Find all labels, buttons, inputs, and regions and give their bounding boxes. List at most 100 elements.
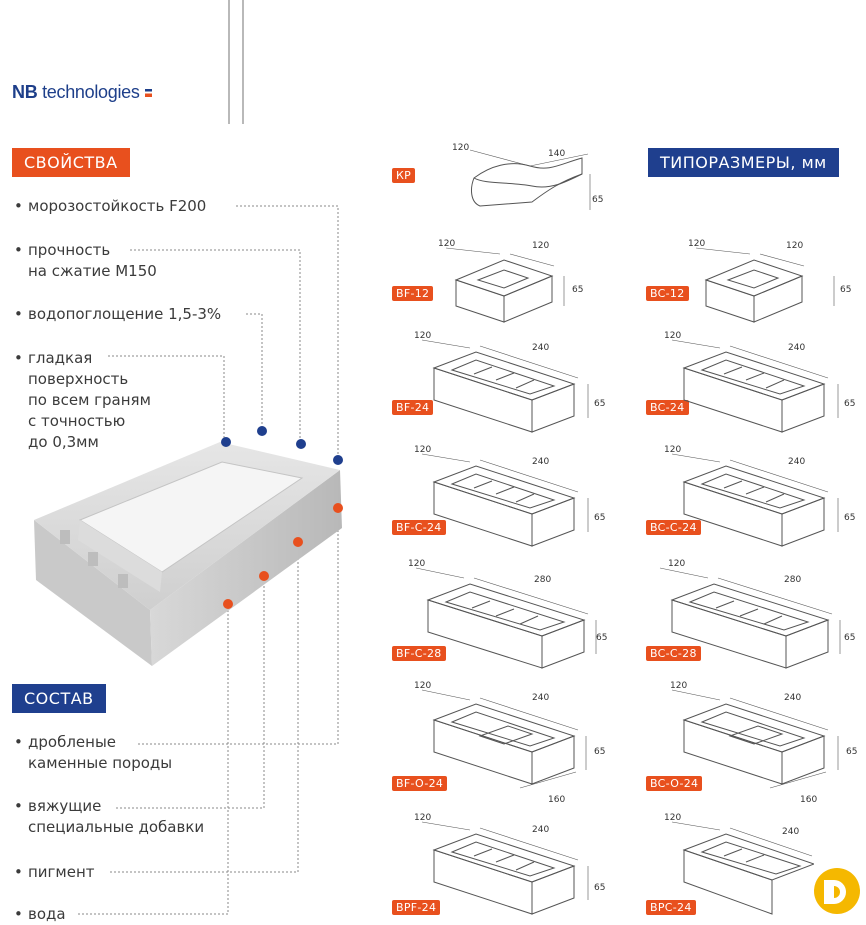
dim-label: 120 [414,445,431,455]
watermark-logo-icon [814,868,860,914]
drawing-bpc24: 120 240 [664,813,814,915]
dim-label: 120 [670,681,687,691]
block-tag-bpc24: BPC-24 [646,900,696,915]
composition-pigment: • пигмент [14,862,95,883]
flag-icon [144,89,152,98]
drawing-bcc28: 120 280 65 [659,559,855,669]
block-tag-bfc28: BF-C-28 [392,646,446,661]
composition-text: вяжущие [28,797,102,815]
dim-label: 65 [844,633,855,643]
block-side [150,470,342,666]
dim-label: 120 [408,559,425,569]
dim-label: 120 [688,239,705,249]
bullet: • [14,241,23,259]
block-tag-bc12: BC-12 [646,286,689,301]
bullet: • [14,349,23,367]
bullet: • [14,905,23,923]
composition-text: каменные породы [28,754,173,772]
dim-label: 120 [532,241,549,251]
block-tag-bc24: BC-24 [646,400,689,415]
property-text: до 0,3мм [28,433,99,451]
property-text: морозостойкость F200 [28,197,207,215]
property-surface: • гладкая поверхность по всем граням с т… [14,348,151,453]
sizes-header: ТИПОРАЗМЕРЫ, мм [648,148,839,177]
drawing-bco24: 120 240 65 160 [670,681,857,805]
divider-line-2 [242,0,244,124]
composition-text: дробленые [28,733,117,751]
drawing-bf12: 120 120 65 [438,239,583,323]
block-tag-kp: КР [392,168,416,183]
drawing-bc12: 120 120 65 [688,239,851,323]
property-text: поверхность [28,370,129,388]
bullet: • [14,863,23,881]
dim-label: 160 [548,795,565,805]
bullet: • [14,197,23,215]
dim-label: 160 [800,795,817,805]
block-tag-bfc24: BF-C-24 [392,520,446,535]
dim-label: 120 [414,681,431,691]
dim-label: 240 [532,343,549,353]
dim-label: 240 [532,693,549,703]
composition-water: • вода [14,904,66,925]
dim-label: 65 [844,513,855,523]
dim-label: 65 [846,747,857,757]
dim-label: 280 [534,575,551,585]
dim-label: 65 [594,399,605,409]
company-logo: NB technologies [12,82,152,103]
block-tag-bco24: BC-O-24 [646,776,703,791]
marker-dots [221,426,343,609]
dim-label: 120 [452,143,469,153]
composition-text: вода [28,905,66,923]
dim-label: 240 [788,457,805,467]
drawing-bpf24: 120 240 65 [414,813,605,915]
composition-text: специальные добавки [28,818,205,836]
property-frost: • морозостойкость F200 [14,196,207,217]
block-tag-bf24: BF-24 [392,400,434,415]
dim-label: 65 [840,285,851,295]
bullet: • [14,797,23,815]
dim-label: 120 [664,813,681,823]
dim-label: 240 [532,825,549,835]
drawing-bfo24: 120 240 65 160 [414,681,605,805]
block-illustration [34,205,343,915]
block-front [34,520,152,666]
composition-text: пигмент [28,863,95,881]
property-text: водопоглощение 1,5-3% [28,305,222,323]
bullet: • [14,305,23,323]
dim-label: 120 [668,559,685,569]
property-absorption: • водопоглощение 1,5-3% [14,304,222,325]
dim-label: 65 [596,633,607,643]
dim-label: 120 [786,241,803,251]
dim-label: 65 [572,285,583,295]
drawing-bcc24: 120 240 65 [664,445,855,547]
dim-label: 120 [414,813,431,823]
drawing-kp: 120 140 65 [452,143,603,210]
property-text: гладкая [28,349,93,367]
composition-stone: • дробленые каменные породы [14,732,173,774]
composition-header: СОСТАВ [12,684,106,713]
dim-label: 240 [784,693,801,703]
composition-binders: • вяжущие специальные добавки [14,796,205,838]
dim-label: 120 [414,331,431,341]
dim-label: 280 [784,575,801,585]
properties-header: СВОЙСТВА [12,148,130,177]
drawing-bfc28: 120 280 65 [408,559,607,669]
dim-label: 120 [438,239,455,249]
property-text: с точностью [28,412,126,430]
leader-lines [78,205,339,915]
dim-label: 140 [548,149,565,159]
dim-label: 65 [594,513,605,523]
dim-label: 65 [594,747,605,757]
property-text: на сжатие М150 [28,262,157,280]
block-tag-bcc28: BC-C-28 [646,646,701,661]
bullet: • [14,733,23,751]
block-tag-bcc24: BC-C-24 [646,520,701,535]
dim-label: 65 [844,399,855,409]
property-strength: • прочность на сжатие М150 [14,240,157,282]
drawing-bf24: 120 240 65 [414,331,605,433]
dim-label: 120 [664,445,681,455]
dim-label: 120 [664,331,681,341]
property-text: по всем граням [28,391,151,409]
dim-label: 240 [782,827,799,837]
dim-label: 65 [594,883,605,893]
